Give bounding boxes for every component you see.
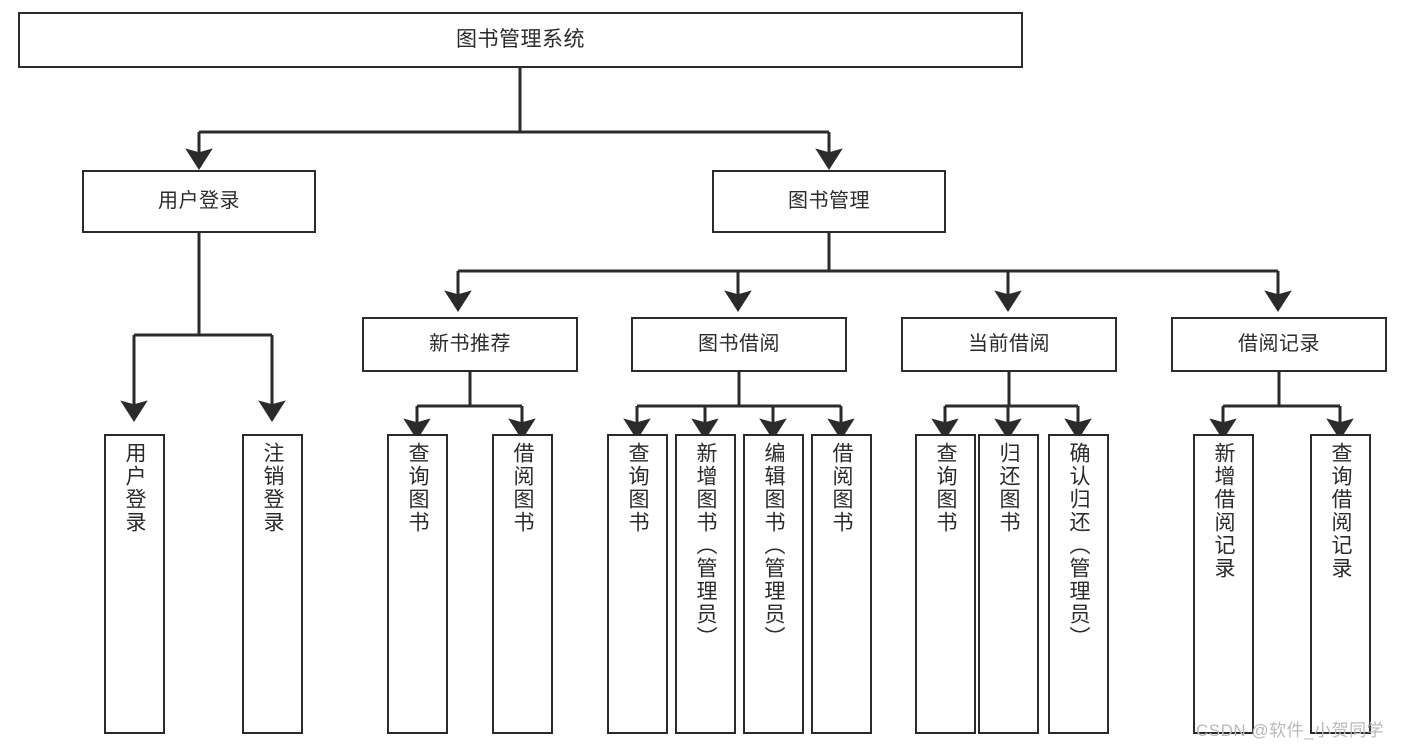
node-leaf-edit-book-admin-label: 编辑图书（管理员） bbox=[762, 442, 785, 649]
node-leaf-user-login-label: 用户登录 bbox=[123, 442, 146, 534]
node-leaf-query-borrow-record-label: 查询借阅记录 bbox=[1329, 442, 1352, 580]
node-book-management-label: 图书管理 bbox=[788, 189, 870, 212]
node-new-book-recommend[interactable]: 新书推荐 bbox=[362, 317, 578, 372]
node-leaf-borrow-book-label: 借阅图书 bbox=[830, 442, 853, 534]
node-leaf-borrow-book[interactable]: 借阅图书 bbox=[811, 434, 872, 734]
node-leaf-query-book-borrow-label: 查询图书 bbox=[626, 442, 649, 534]
node-book-management[interactable]: 图书管理 bbox=[712, 170, 946, 233]
node-leaf-return-book-label: 归还图书 bbox=[997, 442, 1020, 534]
node-leaf-query-book-current[interactable]: 查询图书 bbox=[915, 434, 976, 734]
node-leaf-add-borrow-record-label: 新增借阅记录 bbox=[1212, 442, 1235, 580]
node-leaf-query-book-borrow[interactable]: 查询图书 bbox=[607, 434, 668, 734]
node-leaf-edit-book-admin[interactable]: 编辑图书（管理员） bbox=[743, 434, 804, 734]
node-leaf-borrow-book-new-label: 借阅图书 bbox=[511, 442, 534, 534]
node-leaf-confirm-return-admin-label: 确认归还（管理员） bbox=[1067, 442, 1090, 649]
node-current-borrow[interactable]: 当前借阅 bbox=[901, 317, 1117, 372]
node-leaf-query-book-current-label: 查询图书 bbox=[934, 442, 957, 534]
node-borrow-record[interactable]: 借阅记录 bbox=[1171, 317, 1387, 372]
node-borrow-record-label: 借阅记录 bbox=[1238, 332, 1320, 355]
node-book-borrow-label: 图书借阅 bbox=[698, 332, 780, 355]
node-user-login[interactable]: 用户登录 bbox=[82, 170, 316, 233]
node-leaf-logout[interactable]: 注销登录 bbox=[242, 434, 303, 734]
node-book-borrow[interactable]: 图书借阅 bbox=[631, 317, 847, 372]
node-leaf-return-book[interactable]: 归还图书 bbox=[978, 434, 1039, 734]
node-new-book-recommend-label: 新书推荐 bbox=[429, 332, 511, 355]
node-leaf-add-book-admin[interactable]: 新增图书（管理员） bbox=[675, 434, 736, 734]
node-leaf-user-login[interactable]: 用户登录 bbox=[104, 434, 165, 734]
node-leaf-borrow-book-new[interactable]: 借阅图书 bbox=[492, 434, 553, 734]
node-user-login-label: 用户登录 bbox=[158, 189, 240, 212]
node-root-label: 图书管理系统 bbox=[456, 27, 585, 51]
node-leaf-confirm-return-admin[interactable]: 确认归还（管理员） bbox=[1048, 434, 1109, 734]
node-leaf-query-book-new-label: 查询图书 bbox=[406, 442, 429, 534]
node-leaf-add-borrow-record[interactable]: 新增借阅记录 bbox=[1193, 434, 1254, 734]
node-leaf-query-borrow-record[interactable]: 查询借阅记录 bbox=[1310, 434, 1371, 734]
node-leaf-query-book-new[interactable]: 查询图书 bbox=[387, 434, 448, 734]
node-current-borrow-label: 当前借阅 bbox=[968, 332, 1050, 355]
node-leaf-add-book-admin-label: 新增图书（管理员） bbox=[694, 442, 717, 649]
node-root[interactable]: 图书管理系统 bbox=[18, 12, 1023, 68]
node-leaf-logout-label: 注销登录 bbox=[261, 442, 284, 534]
